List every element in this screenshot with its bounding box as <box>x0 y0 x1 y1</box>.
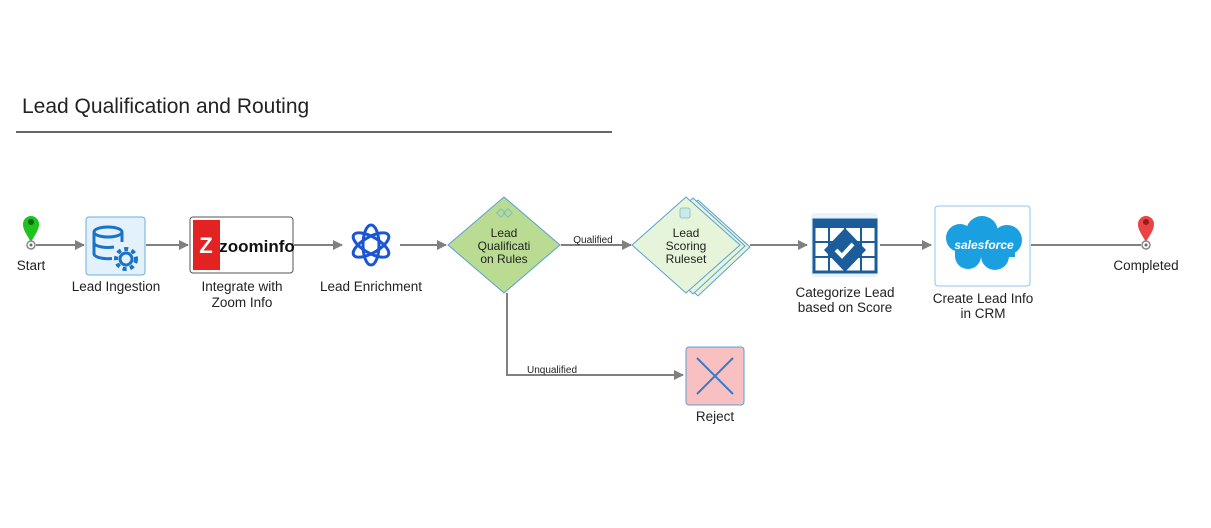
start-event[interactable]: Start <box>17 216 46 273</box>
salesforce-logo-icon <box>946 216 1022 270</box>
categorize-label-line1: Categorize Lead <box>795 285 894 300</box>
categorize-label-line2: based on Score <box>798 300 893 315</box>
rules-label-line3: on Rules <box>480 252 527 266</box>
start-label: Start <box>17 258 46 273</box>
connectors <box>36 240 1141 380</box>
lead-scoring-ruleset-node[interactable]: Lead Scoring Ruleset <box>631 196 751 297</box>
x-icon <box>696 357 734 395</box>
edge-unqualified <box>506 293 684 380</box>
edge-label-unqualified: Unqualified <box>527 365 577 376</box>
lead-qualification-rules-node[interactable]: Lead Qualificati on Rules <box>447 196 561 294</box>
check-icon <box>679 207 691 219</box>
diagram-title: Lead Qualification and Routing <box>22 95 309 118</box>
reject-label: Reject <box>696 409 735 424</box>
lead-enrichment-node[interactable]: Lead Enrichment <box>320 223 422 294</box>
calendar-check-icon <box>812 218 878 274</box>
openai-icon <box>351 223 391 267</box>
salesforce-logo-text: salesforce <box>954 238 1014 252</box>
reject-node[interactable]: Reject <box>685 346 745 424</box>
lead-enrichment-label: Lead Enrichment <box>320 279 422 294</box>
crm-label-line2: in CRM <box>960 306 1005 321</box>
lead-ingestion-label: Lead Ingestion <box>72 279 161 294</box>
scoring-label-line1: Lead <box>673 226 700 240</box>
zoominfo-logo-icon <box>193 220 220 270</box>
scoring-label-line3: Ruleset <box>666 252 707 266</box>
svg-text:Z: Z <box>199 233 212 258</box>
create-lead-crm-node[interactable]: salesforce Create Lead Info in CRM <box>933 205 1034 321</box>
scoring-label-line2: Scoring <box>666 239 707 253</box>
end-pin-icon <box>1138 216 1154 242</box>
zoominfo-label-line2: Zoom Info <box>212 295 273 310</box>
zoominfo-logo-text: zoominfo <box>219 237 295 256</box>
categorize-lead-node[interactable]: Categorize Lead based on Score <box>795 213 895 315</box>
rules-label-line1: Lead <box>491 226 518 240</box>
start-pin-icon <box>23 216 39 242</box>
zoominfo-label-line1: Integrate with <box>201 279 282 294</box>
lead-ingestion-node[interactable]: Lead Ingestion <box>72 216 161 294</box>
zoominfo-node[interactable]: Z zoominfo Integrate with Zoom Info <box>189 216 295 310</box>
rules-label-line2: Qualificati <box>478 239 531 253</box>
completed-label: Completed <box>1113 258 1178 273</box>
database-gear-icon <box>92 225 138 271</box>
crm-label-line1: Create Lead Info <box>933 291 1034 306</box>
rules-icon <box>496 208 513 218</box>
edge-label-qualified: Qualified <box>573 235 612 246</box>
end-event[interactable]: Completed <box>1113 216 1179 273</box>
